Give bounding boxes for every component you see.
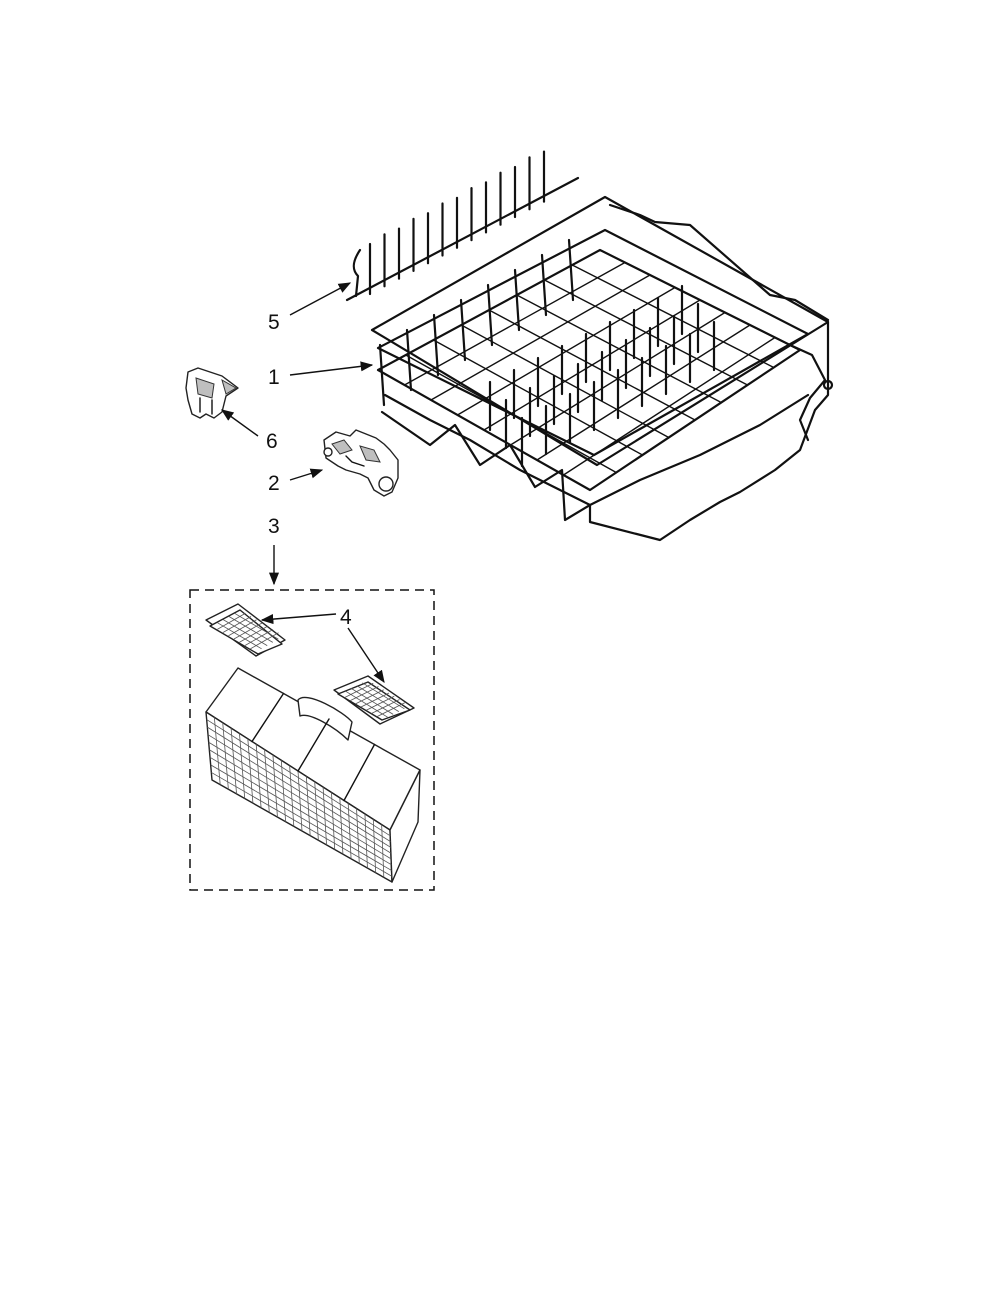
callout-2: 2 bbox=[268, 472, 280, 495]
callout-6: 6 bbox=[266, 430, 278, 453]
silverware-basket-part bbox=[205, 667, 421, 883]
leader-lines bbox=[220, 282, 385, 684]
callout-1: 1 bbox=[268, 366, 280, 389]
leader-4b bbox=[347, 627, 385, 684]
leader-5 bbox=[289, 282, 352, 316]
callout-5: 5 bbox=[268, 311, 280, 334]
rack-clip-part bbox=[185, 367, 239, 419]
callout-4: 4 bbox=[340, 606, 352, 629]
leader-6 bbox=[220, 409, 259, 437]
rack-roller-part bbox=[323, 429, 399, 497]
basket-lid-part-left bbox=[205, 603, 286, 657]
callout-3: 3 bbox=[268, 515, 280, 538]
leader-2 bbox=[289, 468, 324, 481]
basket-lid-part-right bbox=[333, 675, 415, 725]
leader-4a bbox=[260, 613, 337, 625]
silverware-basket-assembly-box bbox=[189, 589, 435, 891]
lower-dishrack-part bbox=[370, 195, 834, 542]
leader-1 bbox=[289, 361, 374, 376]
tine-row-part bbox=[345, 150, 580, 302]
